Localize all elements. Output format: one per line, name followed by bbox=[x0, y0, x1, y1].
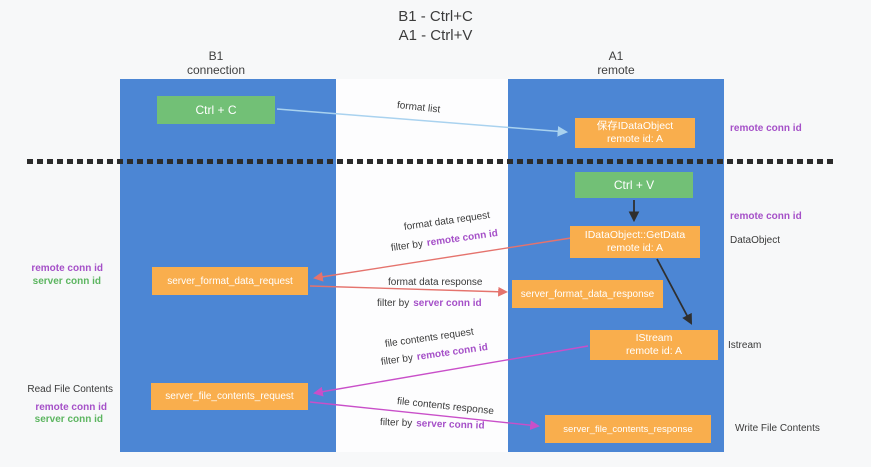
server-file-contents-request-node: server_file_contents_request bbox=[151, 383, 308, 410]
save-idataobject-node: 保存IDataObject remote id: A bbox=[575, 118, 695, 148]
server-format-data-response-node: server_format_data_response bbox=[512, 280, 663, 308]
server-conn-id-key: server conn id bbox=[416, 418, 485, 432]
right-top-remote-conn-id: remote conn id bbox=[730, 123, 802, 134]
save-idataobject-remote-id: remote id: A bbox=[606, 133, 664, 145]
b1-name: B1 bbox=[208, 49, 224, 63]
diagram-title: B1 - Ctrl+C A1 - Ctrl+V bbox=[0, 7, 871, 45]
left-file-server-conn-id: server conn id bbox=[34, 414, 103, 425]
a1-role: remote bbox=[597, 63, 635, 77]
filter-by-text: filter by bbox=[377, 298, 410, 309]
right-mid-remote-conn-id: remote conn id bbox=[730, 211, 802, 222]
istream-side-label: Istream bbox=[728, 340, 762, 351]
istream-remote-id: remote id: A bbox=[625, 345, 683, 357]
server-format-data-request-node: server_format_data_request bbox=[152, 267, 308, 295]
filter-by-text: filter by bbox=[379, 417, 413, 430]
getdata-node: IDataObject::GetData remote id: A bbox=[570, 226, 700, 258]
getdata-title: IDataObject::GetData bbox=[584, 229, 686, 241]
read-file-contents-label: Read File Contents bbox=[27, 384, 113, 395]
ctrl-c-node: Ctrl + C bbox=[157, 96, 275, 124]
left-file-remote-conn-id: remote conn id bbox=[35, 402, 107, 413]
server-file-contents-response-label: server_file_contents_response bbox=[563, 423, 693, 435]
ctrl-v-label: Ctrl + V bbox=[613, 178, 655, 192]
left-format-remote-conn-id: remote conn id bbox=[31, 263, 103, 274]
ctrl-v-node: Ctrl + V bbox=[575, 172, 693, 198]
server-conn-id-key: server conn id bbox=[413, 298, 482, 309]
column-header-b1: B1 connection bbox=[108, 49, 324, 77]
server-format-data-request-label: server_format_data_request bbox=[167, 275, 293, 287]
write-file-contents-label: Write File Contents bbox=[735, 423, 820, 434]
title-line-1: B1 - Ctrl+C bbox=[398, 8, 473, 25]
column-header-a1: A1 remote bbox=[508, 49, 724, 77]
istream-node: IStream remote id: A bbox=[590, 330, 718, 360]
format-data-response-label: format data response bbox=[388, 277, 483, 288]
save-idataobject-title: 保存IDataObject bbox=[596, 120, 674, 132]
server-format-data-response-label: server_format_data_response bbox=[520, 288, 655, 300]
dataobject-label: DataObject bbox=[730, 235, 781, 246]
server-file-contents-response-node: server_file_contents_response bbox=[545, 415, 711, 443]
istream-title: IStream bbox=[635, 332, 673, 344]
dashed-divider bbox=[27, 159, 835, 164]
ctrl-c-label: Ctrl + C bbox=[195, 103, 237, 117]
middle-gap bbox=[336, 79, 508, 452]
left-format-server-conn-id: server conn id bbox=[32, 276, 101, 287]
getdata-remote-id: remote id: A bbox=[606, 242, 664, 254]
b1-role: connection bbox=[186, 63, 246, 77]
server-file-contents-request-label: server_file_contents_request bbox=[165, 391, 294, 402]
a1-name: A1 bbox=[608, 49, 624, 63]
title-line-2: A1 - Ctrl+V bbox=[398, 27, 473, 44]
